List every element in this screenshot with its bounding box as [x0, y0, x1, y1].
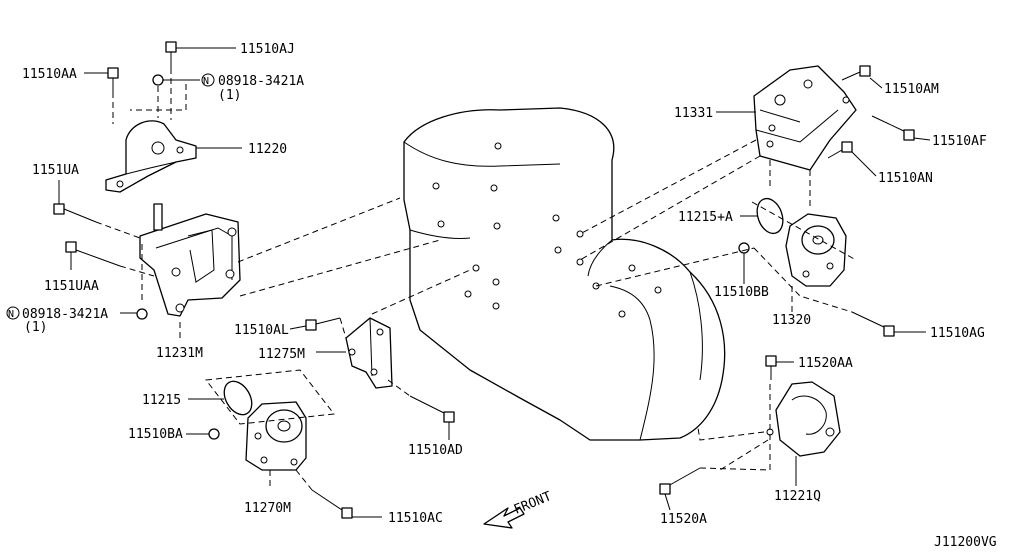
bolt-11510AC	[311, 489, 382, 519]
callout-11510AL: 11510AL	[234, 323, 289, 338]
callout-1151UAA: 1151UAA	[44, 279, 99, 294]
mount-11221Q	[766, 381, 841, 457]
callout-11510AF: 11510AF	[932, 134, 987, 149]
callout-11510AA: 11510AA	[22, 67, 77, 82]
callout-11510BB: 11510BB	[714, 285, 769, 300]
bolt-1151UA	[53, 180, 97, 223]
callout-11215: 11215	[142, 393, 181, 408]
bolt-11520AA	[765, 355, 794, 380]
callout-11510AD: 11510AD	[408, 443, 463, 458]
callout-11510BA: 11510BA	[128, 427, 183, 442]
bolt-1151UAA	[65, 241, 121, 270]
nut-11510BA	[186, 428, 220, 440]
mount-11220	[105, 120, 197, 193]
bolt-11510AG	[851, 311, 926, 337]
bolt-11520A	[659, 467, 701, 511]
diagram-code: J11200VG	[934, 535, 997, 550]
callout-nut-bottom: 08918-3421A	[22, 307, 108, 322]
callout-11215A: 11215+A	[678, 210, 733, 225]
bolt-11510AD	[409, 395, 455, 440]
nut-11510BB	[738, 242, 750, 284]
callout-11221Q: 11221Q	[774, 489, 821, 504]
callout-1151UA: 1151UA	[32, 163, 79, 178]
svg-text:N: N	[203, 76, 209, 87]
washer-11215	[188, 380, 253, 416]
mount-11320	[785, 213, 847, 287]
callout-11220: 11220	[248, 142, 287, 157]
callout-11520A: 11520A	[660, 512, 707, 527]
callout-11331: 11331	[674, 106, 713, 121]
washer-11215A	[740, 197, 784, 235]
bolt-11510AA	[84, 67, 119, 92]
callout-11270M: 11270M	[244, 501, 291, 516]
bolt-11510AN	[827, 141, 877, 177]
bolt-11510AJ	[165, 41, 236, 68]
callout-11510AN: 11510AN	[878, 171, 933, 186]
callout-11510AJ: 11510AJ	[240, 42, 295, 57]
nut-08918-bottom	[120, 308, 148, 320]
engine-block	[403, 107, 726, 441]
callout-11510AC: 11510AC	[388, 511, 443, 526]
callout-11510AG: 11510AG	[930, 326, 985, 341]
callout-nut-top: 08918-3421A	[218, 74, 304, 89]
n-badge-top: N	[201, 73, 215, 87]
bracket-11231M	[139, 203, 241, 317]
callout-11520AA: 11520AA	[798, 356, 853, 371]
front-label: FRONT	[512, 489, 554, 518]
callout-11231M: 11231M	[156, 346, 203, 361]
callout-nut-bottom-qty: (1)	[24, 320, 47, 335]
bolt-11510AF	[871, 115, 931, 141]
mount-11270M	[245, 401, 307, 471]
bracket-11331	[753, 65, 857, 171]
svg-text:N: N	[8, 309, 14, 320]
n-badge-bottom: N	[6, 306, 20, 320]
callout-11510AM: 11510AM	[884, 82, 939, 97]
front-arrow-icon	[483, 507, 525, 529]
bolt-11510AM	[841, 65, 883, 89]
nut-08918-top	[152, 74, 200, 86]
bracket-11275M	[345, 317, 393, 389]
callout-11275M: 11275M	[258, 347, 305, 362]
callout-11320: 11320	[772, 313, 811, 328]
bolt-11510AL	[289, 317, 341, 331]
callout-nut-top-qty: (1)	[218, 88, 241, 103]
